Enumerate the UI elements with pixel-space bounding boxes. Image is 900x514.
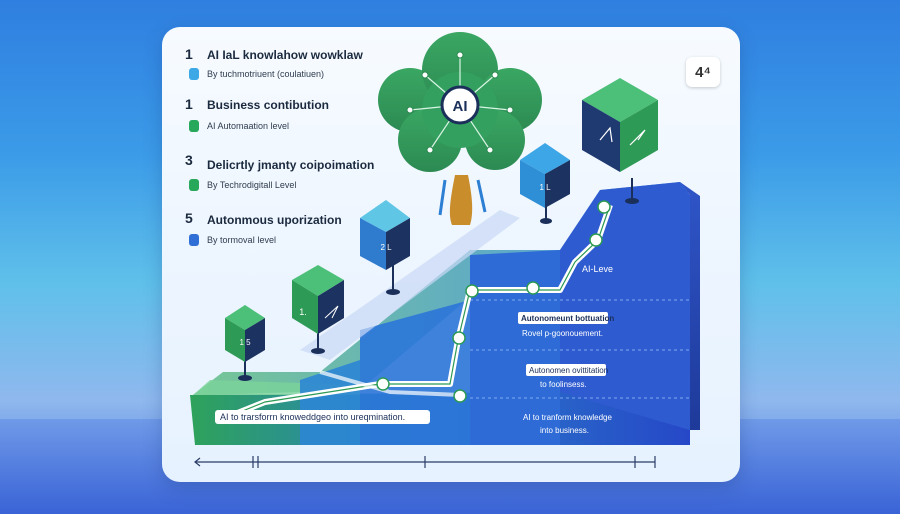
timeline — [194, 456, 656, 468]
item-subtitle: By tuchmotriuent (coulatiuen) — [207, 69, 325, 79]
item-marker-icon — [189, 179, 199, 191]
item-marker-icon — [189, 68, 199, 80]
item-subtitle: By Techrodigitall Level — [207, 180, 297, 190]
ai-tree: AI — [378, 32, 542, 225]
progress-path — [223, 200, 613, 421]
item-number: 1 — [185, 96, 193, 112]
cube-label: 1 L — [539, 183, 551, 192]
cube-label: 1 5 — [239, 338, 251, 347]
step-level-3-title: Autonomen ovittitation — [529, 366, 608, 375]
cube-2: 1. — [292, 265, 344, 354]
item-title: Business contibution — [207, 98, 330, 112]
item-title: AI IaL knowlahow wowklaw — [207, 48, 363, 62]
cube-label: 2 L — [380, 243, 392, 252]
step-level-4-title: AI to tranform knowledge — [523, 413, 612, 422]
item-title: Autonmous uporization — [207, 213, 342, 227]
path-banner-text: AI to trarsforrn knoweddgeo into ureqmin… — [220, 412, 405, 422]
staircase-platform — [190, 182, 700, 445]
item-title: Delicrtly jmanty coipoimation — [207, 158, 375, 172]
item-number: 3 — [185, 152, 193, 168]
item-subtitle: By tormovaI level — [207, 235, 277, 245]
item-number: 1 — [185, 46, 193, 62]
step-level-4-sub: into business. — [540, 426, 589, 435]
step-level-2-title: Autonomeunt bottuation — [521, 314, 614, 323]
ai-chip-label: AI — [453, 98, 468, 115]
step-level-2-sub: Rovel p-goonouement. — [522, 329, 603, 338]
item-number: 5 — [185, 210, 193, 226]
cube-label: 1. — [299, 307, 307, 317]
cube-5 — [582, 78, 658, 204]
corner-badge: 4⁴ — [686, 57, 720, 87]
cube-4: 1 L — [520, 143, 570, 224]
step-labels: AI to trarsforrn knoweddgeo into ureqmin… — [215, 264, 614, 435]
step-level-3-sub: to foolinsess. — [540, 380, 587, 389]
item-marker-icon — [189, 120, 199, 132]
item-marker-icon — [189, 234, 199, 246]
cube-3: 2 L — [360, 200, 410, 295]
step-level-1-label: AI-Leve — [582, 264, 613, 274]
item-subtitle: AI Automaation level — [207, 121, 290, 131]
cube-1: 1 5 — [225, 305, 265, 381]
